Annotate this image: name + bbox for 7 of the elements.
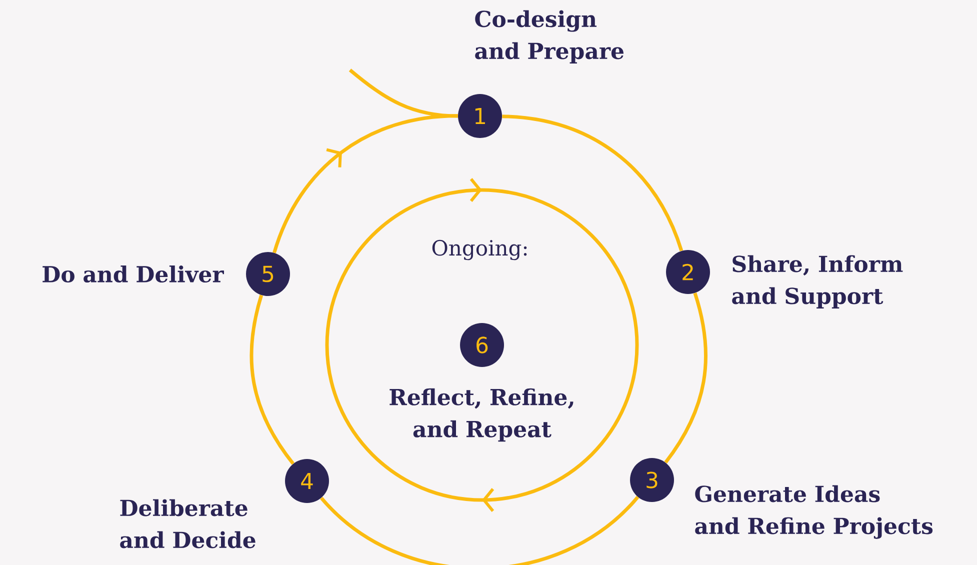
step-label: Ongoing: bbox=[432, 240, 527, 260]
step-label: Generate Ideas and Refine Projects bbox=[695, 485, 933, 539]
step-label: Reflect, Refine, and Repeat bbox=[390, 388, 574, 442]
step-label: Do and Deliver bbox=[42, 265, 224, 283]
step-label: Co-design and Prepare bbox=[475, 10, 624, 64]
step-label: Share, Inform and Support bbox=[732, 255, 903, 308]
step-label: Deliberate and Decide bbox=[120, 499, 256, 548]
